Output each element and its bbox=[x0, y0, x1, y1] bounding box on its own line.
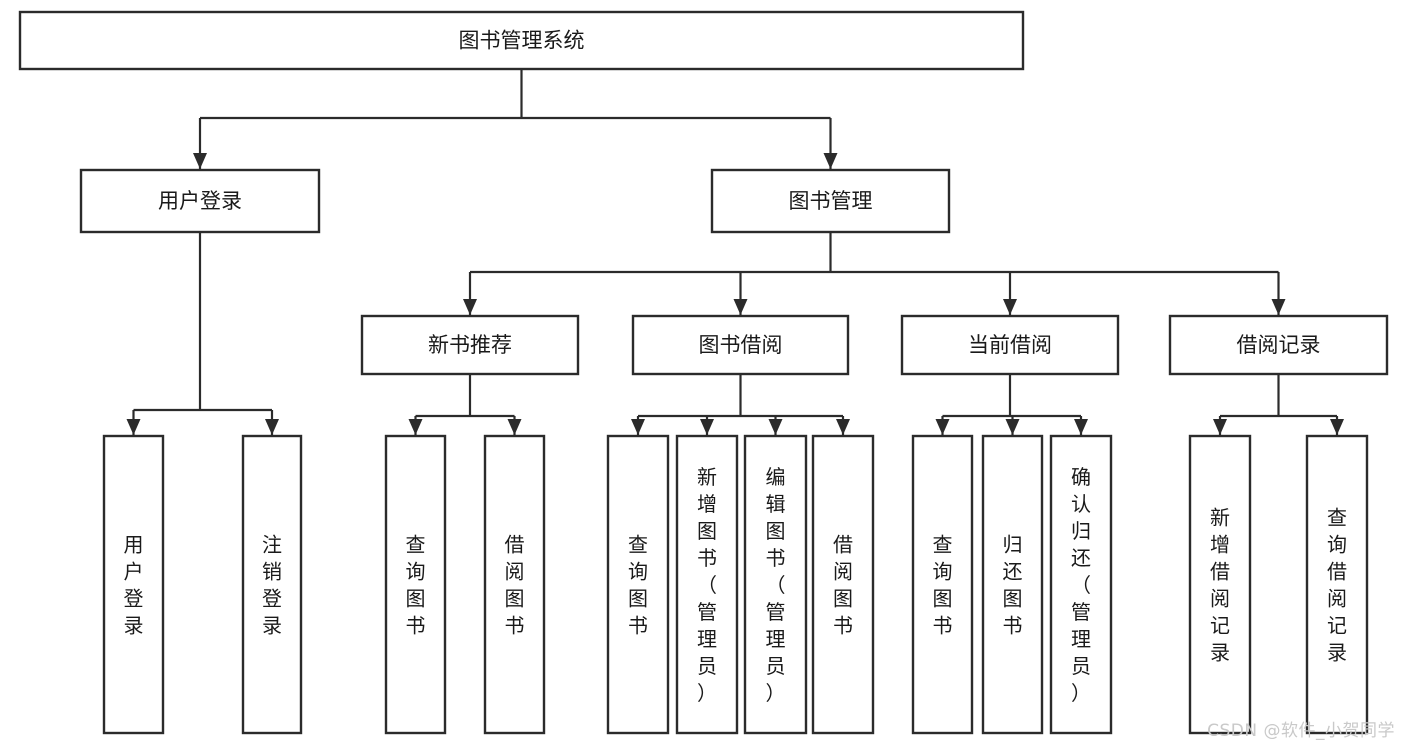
node-box bbox=[360, 314, 580, 376]
arrow-head-icon bbox=[1074, 419, 1088, 435]
arrow-head-icon bbox=[768, 419, 783, 435]
arrow-head-icon bbox=[507, 419, 522, 435]
node-box bbox=[675, 434, 739, 735]
arrow-head-icon bbox=[1271, 299, 1286, 315]
node-label: 借阅记录 bbox=[1237, 333, 1321, 357]
arrow-head-icon bbox=[1003, 299, 1017, 315]
node-box bbox=[241, 434, 303, 735]
node-label: 注销登录 bbox=[262, 533, 282, 638]
node-box bbox=[710, 168, 951, 234]
leaf-node-leaf-user-login[interactable]: 用户登录 bbox=[102, 434, 165, 735]
arrow-head-icon bbox=[631, 419, 645, 435]
node-label: 新书推荐 bbox=[428, 333, 512, 357]
node-label: 查询图书 bbox=[933, 533, 953, 638]
arrow-head-icon bbox=[1213, 419, 1227, 435]
arrow-head-icon bbox=[823, 153, 838, 169]
arrow-head-icon bbox=[463, 299, 477, 315]
node-label: 图书管理 bbox=[789, 189, 873, 213]
arrow-head-icon bbox=[1330, 419, 1344, 435]
leaf-node-leaf-borrow-book-1[interactable]: 借阅图书 bbox=[483, 434, 546, 735]
node-label: 当前借阅 bbox=[968, 333, 1052, 357]
node-label: 确认归还（管理员） bbox=[1071, 465, 1091, 705]
level3-node-current-borrow[interactable]: 当前借阅 bbox=[900, 314, 1120, 376]
node-label: 新增借阅记录 bbox=[1210, 506, 1230, 665]
level3-node-new-book-recommend[interactable]: 新书推荐 bbox=[360, 314, 580, 376]
node-box bbox=[911, 434, 974, 735]
node-box bbox=[79, 168, 321, 234]
leaf-node-leaf-confirm-return-admin[interactable]: 确认归还（管理员） bbox=[1049, 434, 1113, 735]
node-label: 用户登录 bbox=[124, 533, 144, 638]
node-label: 图书借阅 bbox=[699, 333, 783, 357]
level3-node-book-borrow[interactable]: 图书借阅 bbox=[631, 314, 850, 376]
node-label: 用户登录 bbox=[158, 189, 242, 213]
node-box bbox=[981, 434, 1044, 735]
arrow-head-icon bbox=[265, 419, 279, 435]
node-label: 图书管理系统 bbox=[459, 29, 585, 53]
node-label: 查询图书 bbox=[406, 533, 426, 638]
arrow-head-icon bbox=[700, 419, 714, 435]
leaf-node-leaf-add-book-admin[interactable]: 新增图书（管理员） bbox=[675, 434, 739, 735]
arrow-head-icon bbox=[836, 419, 850, 435]
node-label: 查询图书 bbox=[628, 533, 648, 638]
node-label: 新增图书（管理员） bbox=[697, 465, 717, 705]
leaf-node-leaf-query-borrow-record[interactable]: 查询借阅记录 bbox=[1305, 434, 1369, 735]
node-box bbox=[900, 314, 1120, 376]
leaf-node-leaf-edit-book-admin[interactable]: 编辑图书（管理员） bbox=[743, 434, 808, 735]
arrow-head-icon bbox=[193, 153, 207, 169]
level3-node-borrow-record[interactable]: 借阅记录 bbox=[1168, 314, 1389, 376]
root-node-root[interactable]: 图书管理系统 bbox=[18, 10, 1025, 71]
node-box bbox=[811, 434, 875, 735]
node-box bbox=[1049, 434, 1113, 735]
node-label: 归还图书 bbox=[1003, 533, 1023, 638]
arrow-head-icon bbox=[408, 419, 423, 435]
leaf-node-leaf-return-book[interactable]: 归还图书 bbox=[981, 434, 1044, 735]
node-box bbox=[384, 434, 447, 735]
node-box bbox=[606, 434, 670, 735]
node-label: 查询借阅记录 bbox=[1327, 506, 1347, 665]
leaf-node-leaf-add-borrow-record[interactable]: 新增借阅记录 bbox=[1188, 434, 1252, 735]
level2-node-book-manage[interactable]: 图书管理 bbox=[710, 168, 951, 234]
arrow-head-icon bbox=[733, 299, 748, 315]
node-layer: 图书管理系统用户登录图书管理新书推荐图书借阅当前借阅借阅记录用户登录注销登录查询… bbox=[18, 10, 1389, 735]
node-label: 借阅图书 bbox=[833, 533, 853, 638]
node-box bbox=[483, 434, 546, 735]
node-label: 编辑图书（管理员） bbox=[766, 465, 786, 705]
leaf-node-leaf-user-logout[interactable]: 注销登录 bbox=[241, 434, 303, 735]
leaf-node-leaf-query-book-3[interactable]: 查询图书 bbox=[911, 434, 974, 735]
node-box bbox=[1168, 314, 1389, 376]
node-label: 借阅图书 bbox=[505, 533, 525, 638]
node-box bbox=[102, 434, 165, 735]
arrow-head-icon bbox=[126, 419, 141, 435]
node-box bbox=[18, 10, 1025, 71]
node-box bbox=[1305, 434, 1369, 735]
level2-node-user-login[interactable]: 用户登录 bbox=[79, 168, 321, 234]
node-box bbox=[743, 434, 808, 735]
node-box bbox=[631, 314, 850, 376]
leaf-node-leaf-query-book-2[interactable]: 查询图书 bbox=[606, 434, 670, 735]
node-box bbox=[1188, 434, 1252, 735]
leaf-node-leaf-borrow-book-2[interactable]: 借阅图书 bbox=[811, 434, 875, 735]
arrow-head-icon bbox=[935, 419, 950, 435]
connector-layer bbox=[126, 69, 1344, 435]
leaf-node-leaf-query-book-1[interactable]: 查询图书 bbox=[384, 434, 447, 735]
arrow-head-icon bbox=[1005, 419, 1020, 435]
